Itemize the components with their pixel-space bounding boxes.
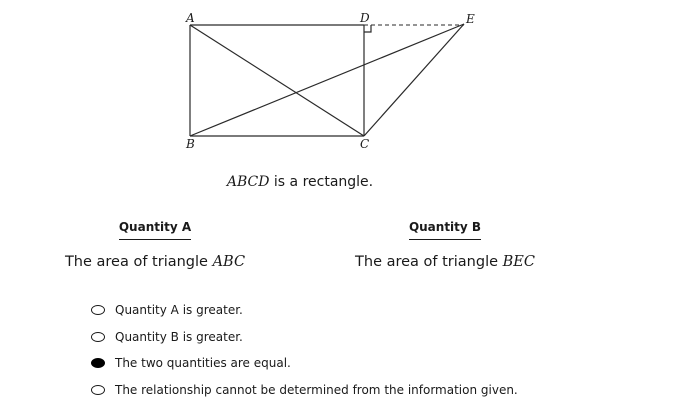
radio-button[interactable] xyxy=(91,331,105,342)
option-cannot-be-determined[interactable]: The relationship cannot be determined fr… xyxy=(91,377,518,404)
quantity-b-column: Quantity B The area of triangle BEC xyxy=(350,216,540,270)
option-label: The two quantities are equal. xyxy=(115,356,291,371)
quantity-a-text: The area of triangle ABC xyxy=(60,254,250,270)
label-e: E xyxy=(465,12,475,26)
segment-ac xyxy=(189,24,365,137)
option-label: Quantity B is greater. xyxy=(115,329,243,344)
label-d: D xyxy=(359,11,370,25)
option-label: Quantity A is greater. xyxy=(115,303,243,318)
quantity-b-text: The area of triangle BEC xyxy=(350,254,540,270)
radio-button[interactable] xyxy=(91,358,105,369)
segment-ce xyxy=(363,23,465,137)
geometry-figure: A D E B C xyxy=(185,11,475,151)
quantity-a-prefix: The area of triangle xyxy=(64,254,213,270)
caption-text: is a rectangle. xyxy=(269,174,374,190)
quantity-a-heading: Quantity A xyxy=(118,220,192,240)
option-quantity-a-greater[interactable]: Quantity A is greater. xyxy=(91,297,518,324)
quantity-a-column: Quantity A The area of triangle ABC xyxy=(60,216,250,270)
quantity-b-heading: Quantity B xyxy=(408,220,482,240)
figure-caption: ABCD is a rectangle. xyxy=(0,174,600,190)
label-c: C xyxy=(360,137,369,151)
answer-options: Quantity A is greater. Quantity B is gre… xyxy=(91,297,518,403)
option-quantities-equal[interactable]: The two quantities are equal. xyxy=(91,350,518,377)
radio-button[interactable] xyxy=(91,305,105,316)
quantity-b-prefix: The area of triangle xyxy=(355,254,503,270)
option-quantity-b-greater[interactable]: Quantity B is greater. xyxy=(91,324,518,351)
segment-be xyxy=(189,23,465,137)
quantity-a-math: ABC xyxy=(212,254,246,270)
label-b: B xyxy=(185,137,195,151)
quantity-b-math: BEC xyxy=(502,254,535,270)
right-angle-marker xyxy=(364,25,372,33)
option-label: The relationship cannot be determined fr… xyxy=(115,382,518,397)
label-a: A xyxy=(185,11,195,25)
caption-math: ABCD xyxy=(226,174,270,190)
radio-button[interactable] xyxy=(91,384,105,395)
